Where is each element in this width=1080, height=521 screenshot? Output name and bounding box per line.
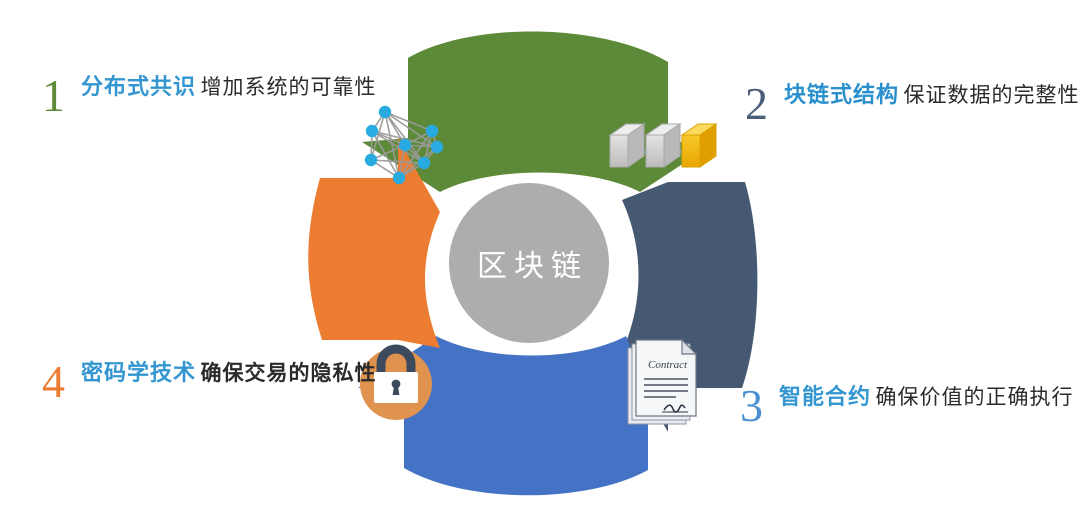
center-label: 区块链 [477, 250, 588, 283]
callout-4-heading: 密码学技术 [81, 360, 197, 385]
callout-1-number: 1 [42, 70, 65, 121]
callout-3-text: 智能合约 确保价值的正确执行 [779, 382, 1073, 413]
callout-2-number: 2 [745, 78, 768, 129]
network-graph-icon [364, 105, 444, 185]
callout-4: 4 密码学技术 确保交易的隐私性 [42, 356, 376, 407]
callout-2-heading: 块链式结构 [784, 82, 900, 107]
contract-document-icon: Contract [627, 338, 698, 425]
callout-2-subtitle: 保证数据的完整性 [903, 84, 1080, 107]
callout-4-number: 4 [42, 356, 65, 407]
callout-1-text: 分布式共识 增加系统的可靠性 [81, 72, 376, 103]
callout-2: 2 块链式结构 保证数据的完整性 [745, 78, 1079, 129]
callout-2-text: 块链式结构 保证数据的完整性 [784, 80, 1079, 111]
callout-4-subtitle: 确保交易的隐私性 [200, 362, 377, 385]
callout-3: 3 智能合约 确保价值的正确执行 [740, 380, 1073, 431]
orange-arrow [308, 138, 440, 348]
callout-1-subtitle: 增加系统的可靠性 [200, 76, 377, 99]
callout-3-number: 3 [740, 380, 763, 431]
callout-3-subtitle: 确保价值的正确执行 [875, 386, 1074, 409]
callout-1-heading: 分布式共识 [81, 74, 197, 99]
callout-1: 1 分布式共识 增加系统的可靠性 [42, 70, 376, 121]
contract-icon-label: Contract [648, 359, 688, 371]
center-circle: 区块链 [449, 183, 609, 343]
blocks-chain-icon [608, 123, 718, 168]
padlock-icon [360, 344, 432, 420]
callout-3-heading: 智能合约 [779, 384, 872, 409]
callout-4-text: 密码学技术 确保交易的隐私性 [81, 358, 376, 389]
